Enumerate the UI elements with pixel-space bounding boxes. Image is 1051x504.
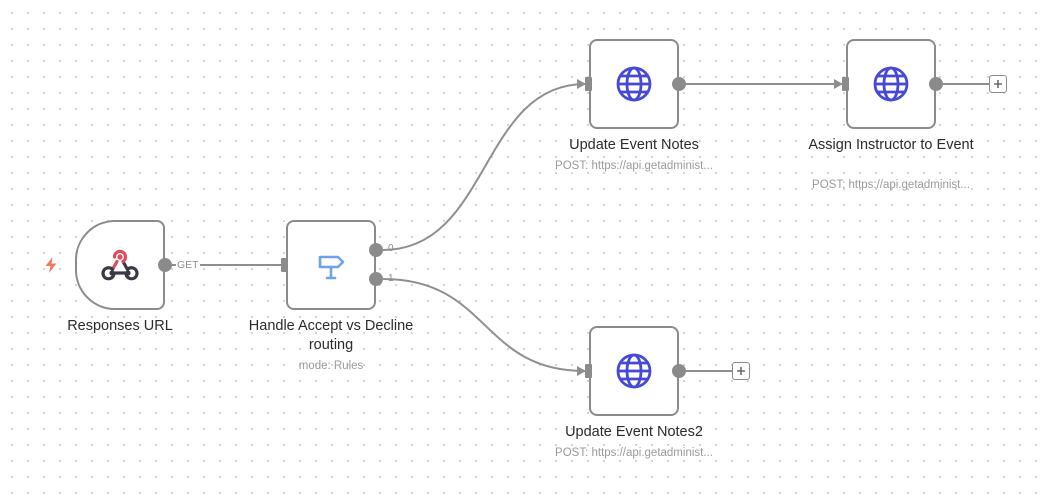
globe-icon <box>873 66 909 102</box>
node-label-assign-instructor: Assign Instructor to Event <box>808 137 974 153</box>
output-handle-1[interactable] <box>369 272 383 286</box>
add-node-button[interactable] <box>989 75 1007 93</box>
arrow-to-update-notes2 <box>577 366 586 376</box>
node-label-handle-accept: Handle Accept vs Decline routing <box>248 318 414 353</box>
node-label-update-event-notes: Update Event Notes <box>569 137 699 153</box>
input-handle-assign-instructor[interactable] <box>842 77 849 91</box>
node-update-event-notes[interactable] <box>589 39 679 129</box>
node-subtitle-update-event-notes: POST: https://api.getadminist... <box>555 160 713 172</box>
globe-icon <box>616 353 652 389</box>
globe-icon <box>616 66 652 102</box>
add-connector-line <box>685 370 732 372</box>
arrow-to-assign-instructor <box>834 79 843 89</box>
node-label-update-event-notes2: Update Event Notes2 <box>565 424 703 440</box>
node-label-responses-url: Responses URL <box>67 318 173 334</box>
signpost-icon <box>318 255 345 280</box>
output-handle-0[interactable] <box>369 243 383 257</box>
node-responses-url[interactable] <box>75 220 165 310</box>
trigger-bolt-icon <box>45 257 57 273</box>
input-handle-update-notes2[interactable] <box>585 364 592 378</box>
input-handle-update-notes[interactable] <box>585 77 592 91</box>
node-subtitle-assign-instructor: POST: https://api.getadminist... <box>812 179 970 191</box>
add-node-button[interactable] <box>732 362 750 380</box>
output-index-1: 1 <box>388 273 394 284</box>
output-index-0: 0 <box>388 243 394 254</box>
node-assign-instructor[interactable] <box>846 39 936 129</box>
node-update-event-notes2[interactable] <box>589 326 679 416</box>
arrow-to-update-notes <box>577 79 586 89</box>
edge-label-method: GET <box>176 259 200 271</box>
node-subtitle-update-event-notes2: POST: https://api.getadminist... <box>555 447 713 459</box>
plus-icon <box>737 367 745 375</box>
input-handle-handle-accept[interactable] <box>281 258 288 272</box>
webhook-icon <box>101 249 139 281</box>
output-handle-assign-instructor[interactable] <box>929 77 943 91</box>
node-handle-accept-decline[interactable] <box>286 220 376 310</box>
node-subtitle-handle-accept: mode: Rules <box>298 360 364 372</box>
output-handle-responses-url[interactable] <box>158 258 172 272</box>
output-handle-update-notes[interactable] <box>672 77 686 91</box>
add-connector-line <box>942 83 989 85</box>
plus-icon <box>994 80 1002 88</box>
output-handle-update-notes2[interactable] <box>672 364 686 378</box>
